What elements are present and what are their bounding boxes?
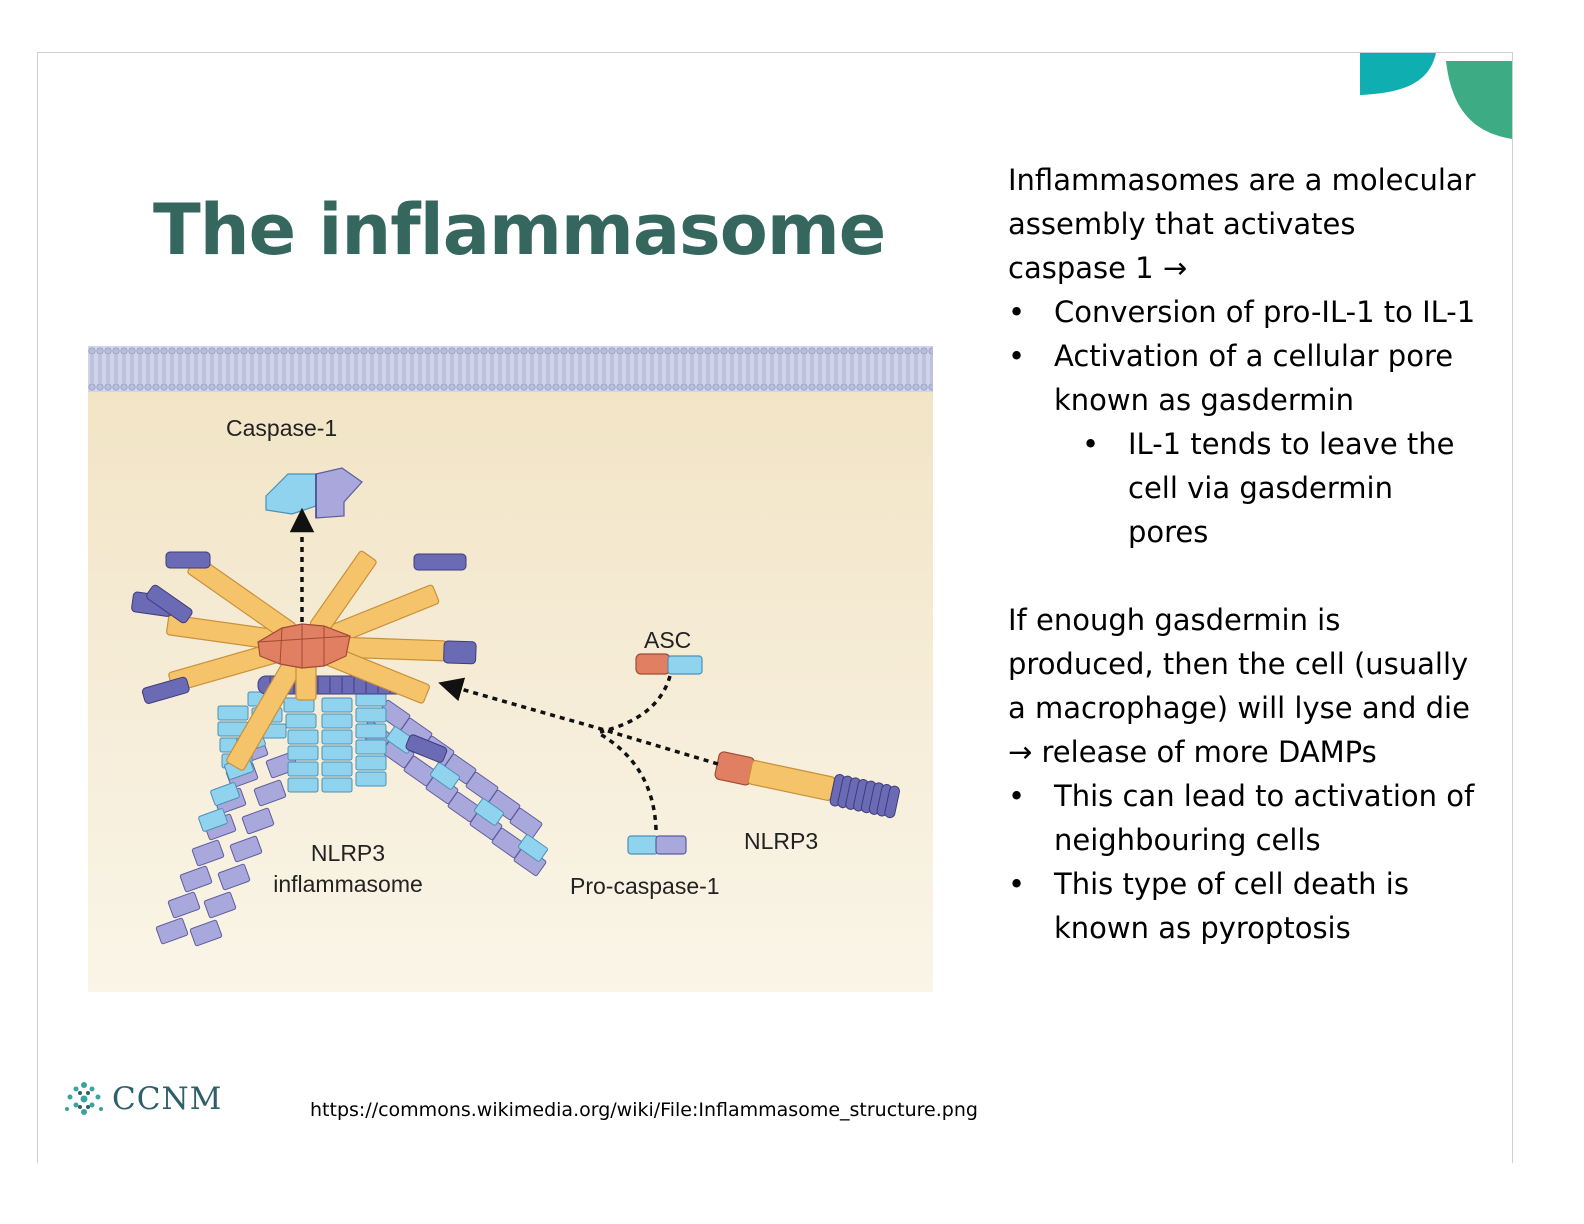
intro-paragraph: Inflammasomes are a molecular assembly t… [1008,163,1476,285]
procaspase-path [599,732,658,831]
bullet-list-a: Conversion of pro-IL-1 to IL-1 Activatio… [1008,290,1478,554]
nlrp3-monomer [714,751,900,819]
sub-bullet-item: IL-1 tends to leave the cell via gasderm… [1008,422,1478,554]
bullet-item: This type of cell death is known as pyro… [1008,862,1478,950]
source-url: https://commons.wikimedia.org/wiki/File:… [310,1099,978,1121]
body-text: Inflammasomes are a molecular assembly t… [1008,158,1478,950]
recruitment-arrow [438,677,719,766]
corner-decoration [1360,53,1512,139]
label-caspase-1: Caspase-1 [226,415,337,441]
label-inflammasome-line2: inflammasome [273,871,423,897]
label-pro-caspase-1: Pro-caspase-1 [570,873,720,899]
asc-monomer [635,653,703,675]
bullet-item: Activation of a cellular pore known as g… [1008,334,1478,422]
label-inflammasome-line1: NLRP3 [311,840,385,866]
slide: The inflammasome [37,52,1513,1163]
ccnm-logo: CCNM [62,1079,222,1119]
caspase-1-dimer [265,467,363,519]
bullet-list-b: This can lead to activation of neighbour… [1008,774,1478,950]
bullet-item: This can lead to activation of neighbour… [1008,774,1478,862]
label-asc: ASC [644,627,691,653]
ccnm-logo-icon [65,1082,103,1115]
consequence-paragraph: If enough gasdermin is produced, then th… [1008,603,1470,769]
inflammasome-structure-figure: Caspase-1 ASC NLRP3 NLRP3 inflammasome P… [88,346,933,992]
bullet-item: Conversion of pro-IL-1 to IL-1 [1008,290,1478,334]
pro-caspase-1 [627,835,687,855]
label-nlrp3: NLRP3 [744,828,818,854]
nlrp3-wheel [131,550,477,771]
asc-path [599,675,672,734]
green-leaf-shape [1446,61,1512,139]
logo-text: CCNM [112,1081,223,1117]
cell-membrane [88,346,933,392]
teal-leaf-shape [1360,53,1436,95]
slide-title: The inflammasome [153,189,886,271]
